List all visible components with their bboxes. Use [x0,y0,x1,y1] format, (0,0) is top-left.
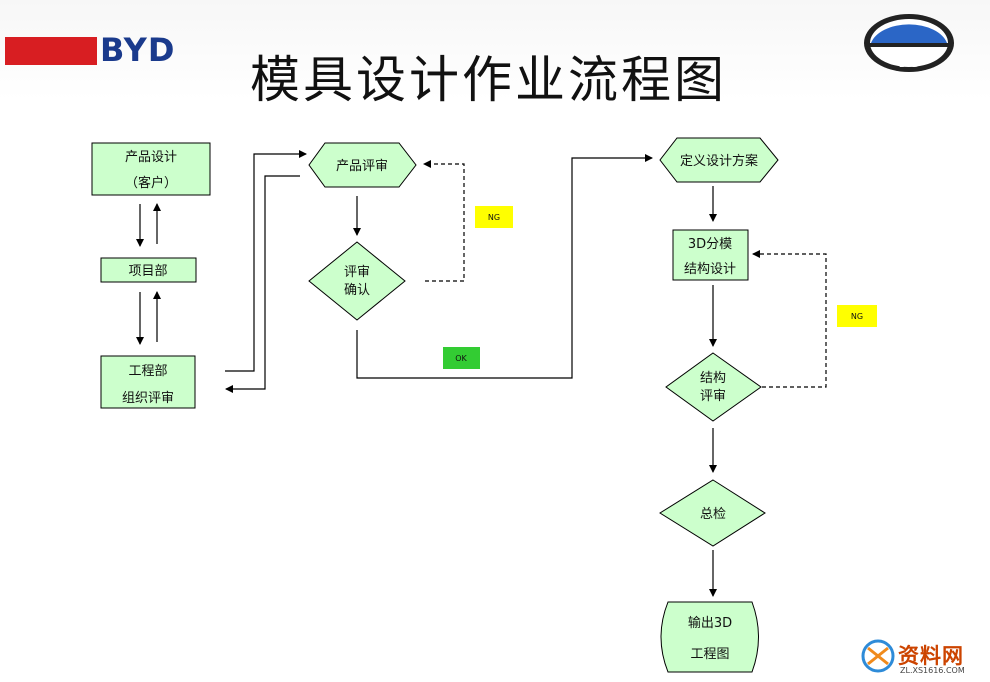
emblem-label: BYD [899,60,919,70]
node-product-design-label-1: 产品设计 [125,150,177,165]
arrow-confirm-ng-loop [423,160,465,282]
node-output [660,601,759,673]
arrow-engineering-to-review [225,150,307,372]
arrow-review-to-engineering [225,175,300,393]
node-engineering-label-1: 工程部 [128,364,167,379]
arrow-structure-ng-loop [752,250,827,388]
tag-ok [443,347,480,369]
tag-ng-1 [475,206,513,228]
header-band [0,0,990,100]
node-product-design [91,142,211,196]
node-review-confirm-label-2: 确认 [344,283,370,298]
node-output-label-1: 输出3D [688,615,732,631]
emblem-divider [870,43,948,47]
brand-red-bar [5,37,97,65]
watermark-url: ZL.XS1616.COM [900,666,965,675]
node-3d-design [672,229,749,281]
tag-ok-label: OK [455,354,467,363]
page-title: 模具设计作业流程图 [250,51,727,109]
node-review-confirm-label-1: 评审 [344,265,370,280]
brand-logo-text: BYD [100,31,176,69]
node-final-check [659,479,766,547]
node-product-review-label: 产品评审 [336,159,388,174]
watermark-name: 资料网 [898,644,964,668]
node-structure-review-label-2: 评审 [700,389,726,404]
tag-ng-2-label: NG [851,312,863,321]
node-product-review [308,142,417,188]
node-project-dept [100,257,197,283]
byd-emblem-icon: BYD [864,14,954,72]
node-project-dept-label: 项目部 [128,264,167,279]
arrow-confirm-ok-to-plan [356,154,653,379]
node-output-label-2: 工程图 [690,647,729,662]
watermark-logo-icon [861,639,895,673]
emblem-blue-half [871,24,947,43]
node-engineering-label-2: 组织评审 [122,391,174,406]
node-3d-design-label-1: 3D分模 [688,237,732,252]
node-structure-review [665,352,762,422]
node-product-design-label-2: （客户） [125,175,177,191]
node-define-plan-label: 定义设计方案 [680,153,758,169]
node-3d-design-label-2: 结构设计 [684,262,736,277]
node-engineering [100,355,196,409]
site-watermark: 资料网 ZL.XS1616.COM [860,636,986,676]
tag-ng-2 [837,305,877,327]
tag-ng-1-label: NG [488,213,500,222]
node-define-plan [659,137,779,183]
node-final-check-label: 总检 [700,507,726,522]
node-structure-review-label-1: 结构 [700,371,726,386]
node-review-confirm [308,241,406,321]
